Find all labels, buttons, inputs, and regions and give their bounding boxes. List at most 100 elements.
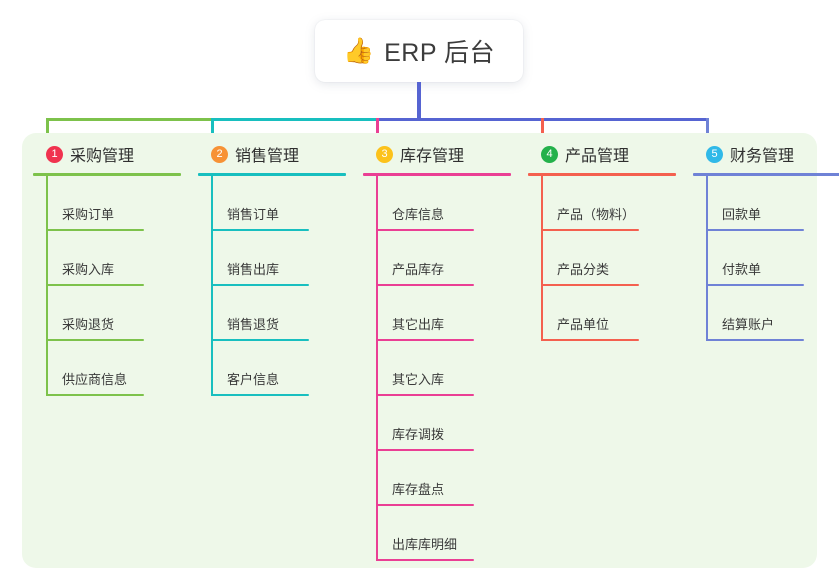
- leaf-item[interactable]: 采购入库: [46, 231, 181, 286]
- thumbs-up-icon: 👍: [342, 36, 375, 65]
- leaf-rule: [46, 339, 144, 341]
- leaf-label: 销售出库: [227, 262, 280, 277]
- leaf-item[interactable]: 采购退货: [46, 286, 181, 341]
- leaf-item[interactable]: 仓库信息: [376, 176, 511, 231]
- leaf-label: 采购入库: [62, 262, 115, 277]
- leaf-rule: [541, 284, 639, 286]
- drop-connector-4: [541, 118, 544, 146]
- drop-connector-2: [211, 118, 214, 146]
- branch-header-财务管理[interactable]: 5 财务管理: [693, 142, 839, 166]
- leaf-item[interactable]: 库存调拨: [376, 396, 511, 451]
- branch-column-1: 1 采购管理采购订单采购入库采购退货供应商信息: [33, 142, 181, 396]
- leaf-rule: [211, 394, 309, 396]
- leaf-label: 其它出库: [392, 317, 445, 332]
- branch-header-rule: [693, 173, 839, 176]
- leaf-item[interactable]: 销售出库: [211, 231, 346, 286]
- branch-spine: [376, 176, 378, 561]
- crossbar-segment-3: [376, 118, 544, 121]
- leaf-rule: [376, 449, 474, 451]
- leaf-item[interactable]: 客户信息: [211, 341, 346, 396]
- branch-leaf-list: 仓库信息产品库存其它出库其它入库库存调拨库存盘点出库库明细: [363, 176, 511, 561]
- leaf-label: 客户信息: [227, 372, 280, 387]
- branch-spine: [46, 176, 48, 396]
- leaf-item[interactable]: 回款单: [706, 176, 839, 231]
- branch-header-rule: [198, 173, 346, 176]
- leaf-label: 仓库信息: [392, 207, 445, 222]
- leaf-rule: [46, 284, 144, 286]
- crossbar-segment-2: [211, 118, 379, 121]
- branch-column-2: 2 销售管理销售订单销售出库销售退货客户信息: [198, 142, 346, 396]
- branch-spine: [541, 176, 543, 341]
- drop-connector-1: [46, 118, 49, 146]
- leaf-item[interactable]: 产品单位: [541, 286, 676, 341]
- branch-title: 采购管理: [70, 148, 135, 165]
- branch-title: 销售管理: [235, 148, 300, 165]
- branch-title: 产品管理: [565, 148, 630, 165]
- branch-header-rule: [33, 173, 181, 176]
- branch-header-rule: [528, 173, 676, 176]
- leaf-rule: [211, 229, 309, 231]
- leaf-rule: [376, 284, 474, 286]
- branch-header-销售管理[interactable]: 2 销售管理: [198, 142, 346, 166]
- root-node[interactable]: 👍 ERP 后台: [315, 20, 523, 82]
- leaf-label: 产品单位: [557, 317, 610, 332]
- leaf-rule: [211, 284, 309, 286]
- leaf-rule: [376, 559, 474, 561]
- leaf-item[interactable]: 产品分类: [541, 231, 676, 286]
- leaf-item[interactable]: 其它入库: [376, 341, 511, 396]
- leaf-rule: [211, 339, 309, 341]
- leaf-label: 供应商信息: [62, 372, 128, 387]
- leaf-item[interactable]: 采购订单: [46, 176, 181, 231]
- branch-number-badge: 3: [376, 145, 393, 163]
- branch-column-3: 3 库存管理仓库信息产品库存其它出库其它入库库存调拨库存盘点出库库明细: [363, 142, 511, 561]
- leaf-label: 库存调拨: [392, 427, 445, 442]
- leaf-rule: [706, 339, 804, 341]
- crossbar-segment-4: [541, 118, 709, 121]
- leaf-item[interactable]: 供应商信息: [46, 341, 181, 396]
- branch-spine: [706, 176, 708, 341]
- leaf-rule: [376, 394, 474, 396]
- leaf-rule: [376, 504, 474, 506]
- leaf-item[interactable]: 其它出库: [376, 286, 511, 341]
- leaf-rule: [706, 284, 804, 286]
- branch-spine: [211, 176, 213, 396]
- leaf-label: 销售订单: [227, 207, 280, 222]
- leaf-item[interactable]: 库存盘点: [376, 451, 511, 506]
- leaf-label: 其它入库: [392, 372, 445, 387]
- branch-leaf-list: 产品（物料） 产品分类产品单位: [528, 176, 676, 341]
- leaf-item[interactable]: 销售订单: [211, 176, 346, 231]
- leaf-label: 付款单: [722, 262, 762, 277]
- drop-connector-5: [706, 118, 709, 146]
- drop-connector-3: [376, 118, 379, 146]
- branch-header-采购管理[interactable]: 1 采购管理: [33, 142, 181, 166]
- leaf-rule: [46, 229, 144, 231]
- leaf-rule: [541, 339, 639, 341]
- branch-title: 财务管理: [730, 148, 795, 165]
- branch-header-库存管理[interactable]: 3 库存管理: [363, 142, 511, 166]
- branch-title: 库存管理: [400, 148, 465, 165]
- leaf-label: 结算账户: [722, 317, 775, 332]
- leaf-item[interactable]: 产品库存: [376, 231, 511, 286]
- branch-leaf-list: 销售订单销售出库销售退货客户信息: [198, 176, 346, 396]
- leaf-item[interactable]: 产品（物料）: [541, 176, 676, 231]
- root-node-title: ERP 后台: [384, 39, 496, 67]
- branch-number-badge: 4: [541, 145, 558, 163]
- branch-number-badge: 5: [706, 145, 723, 163]
- leaf-item[interactable]: 销售退货: [211, 286, 346, 341]
- branch-number-badge: 2: [211, 145, 228, 163]
- leaf-label: 出库库明细: [392, 537, 458, 552]
- leaf-item[interactable]: 结算账户: [706, 286, 839, 341]
- leaf-label: 产品（物料）: [557, 207, 636, 222]
- leaf-item[interactable]: 付款单: [706, 231, 839, 286]
- branch-leaf-list: 采购订单采购入库采购退货供应商信息: [33, 176, 181, 396]
- branches-panel: [22, 133, 817, 568]
- leaf-rule: [706, 229, 804, 231]
- leaf-rule: [376, 229, 474, 231]
- branch-leaf-list: 回款单付款单结算账户: [693, 176, 839, 341]
- branch-number-badge: 1: [46, 145, 63, 163]
- root-stem-connector: [417, 82, 421, 121]
- branch-header-产品管理[interactable]: 4 产品管理: [528, 142, 676, 166]
- crossbar-segment-1: [46, 118, 214, 121]
- leaf-item[interactable]: 出库库明细: [376, 506, 511, 561]
